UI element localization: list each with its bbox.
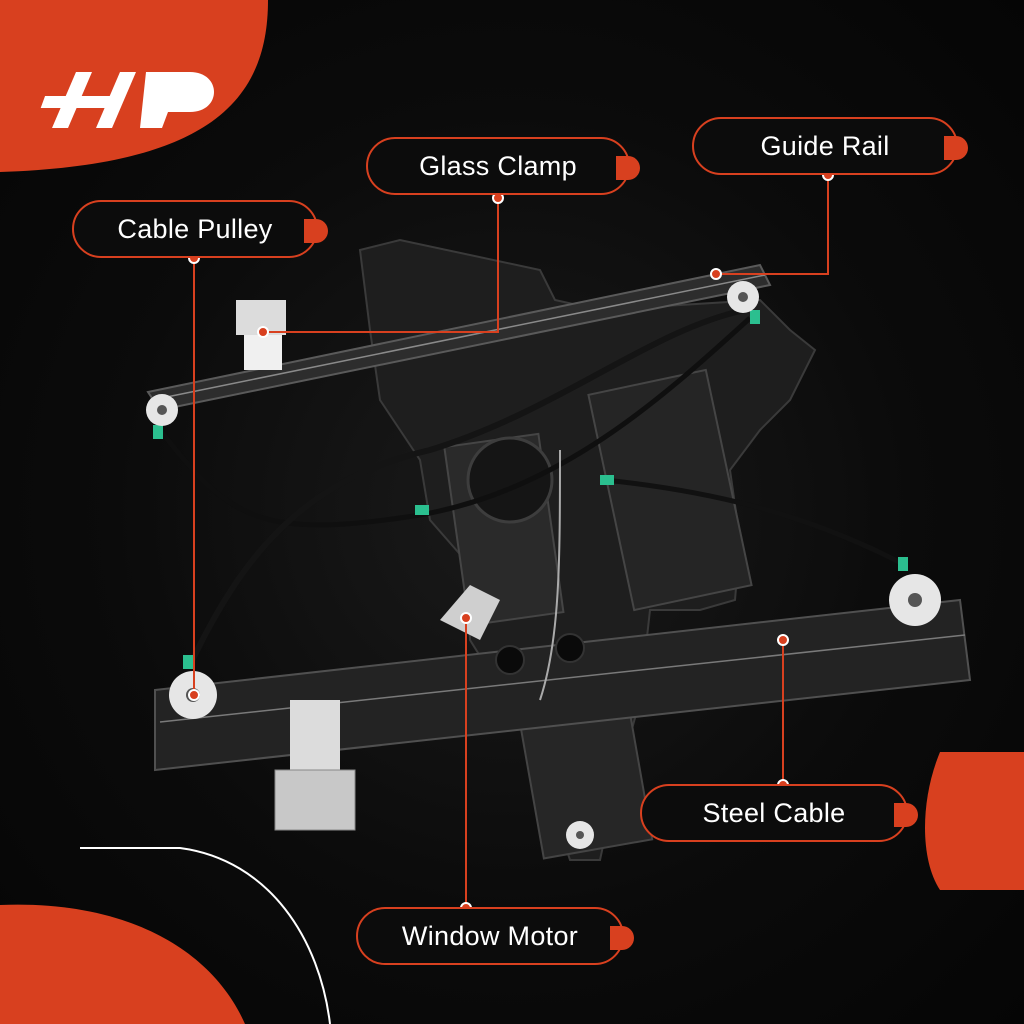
callout-tab (616, 156, 640, 180)
callout-tab (610, 926, 634, 950)
steel-cable (604, 477, 907, 568)
callout-label: Steel Cable (702, 797, 846, 828)
callout-steel-cable: Steel Cable (640, 784, 918, 842)
cable-pulley (889, 574, 941, 626)
corner-accent-bottom-left (0, 904, 245, 1024)
callout-label: Guide Rail (760, 130, 890, 161)
motor-housing (466, 436, 554, 524)
callout-label: Window Motor (401, 920, 579, 951)
callout-tab (894, 803, 918, 827)
callout-label: Glass Clamp (419, 150, 577, 181)
leader-lines (193, 175, 829, 908)
glass-clamp (236, 300, 286, 370)
guide-rail-bottom (154, 598, 972, 772)
cable-pulley (727, 281, 759, 313)
callout-cable-pulley: Cable Pulley (72, 200, 328, 258)
steel-cable (539, 449, 561, 701)
brand-logo (40, 72, 214, 128)
motor-gear-plate (440, 585, 500, 640)
cable-pulley (146, 394, 178, 426)
corner-accent-top-left (0, 0, 268, 172)
steel-cable (187, 307, 746, 667)
callout-tab (304, 219, 328, 243)
callout-tab (944, 136, 968, 160)
corner-outline-bottom-left (80, 847, 331, 1024)
corner-accent-right (925, 752, 1024, 890)
callout-glass-clamp: Glass Clamp (366, 137, 640, 195)
callout-label: Cable Pulley (117, 213, 273, 244)
cable-pulley (566, 821, 594, 849)
callout-guide-rail: Guide Rail (692, 117, 968, 175)
glass-clamp (274, 700, 356, 831)
callout-window-motor: Window Motor (356, 907, 634, 965)
